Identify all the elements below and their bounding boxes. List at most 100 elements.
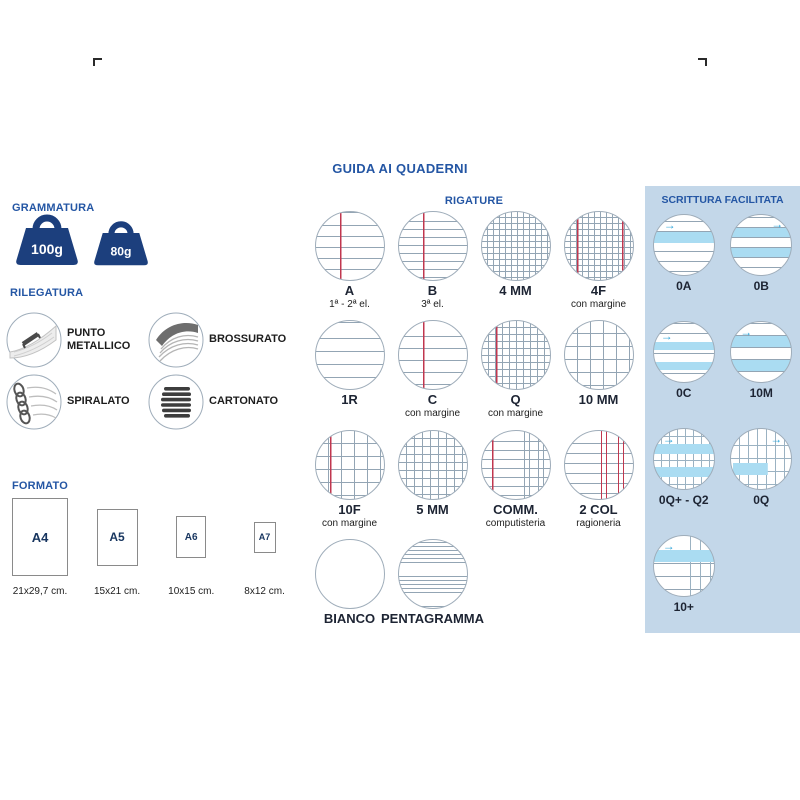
paper-size-item: A7 8x12 cm. [244, 494, 285, 597]
ruling-name: Q [510, 392, 521, 408]
facilitated-writing-item: 0Q [730, 428, 793, 507]
crop-mark-left-icon [93, 58, 102, 66]
ruling-subtitle: con margine [321, 517, 378, 529]
rigature-heading: RIGATURE [444, 195, 504, 207]
ruling-name: COMM. [493, 501, 538, 517]
ruling-name: B [427, 283, 438, 298]
scrittura-facilitata-heading: SCRITTURA FACILITATA [661, 194, 784, 206]
rilegatura-heading: RILEGATURA [10, 287, 84, 299]
ruling-pattern-circle [314, 211, 385, 281]
ruling-pattern-circle [480, 211, 551, 281]
facilitated-name: 0Q+ - Q2 [658, 493, 709, 507]
weight-100-icon: 100g [14, 213, 80, 272]
paper-size-rect: A6 [176, 516, 207, 558]
ruling-pattern-circle [397, 539, 468, 610]
staple-binding-icon [6, 312, 62, 368]
ruling-pattern-circle [397, 320, 468, 391]
ruling-pattern-circle [314, 539, 385, 610]
facilitata-grid: 0A 0B 0C 10M 0Q+ - Q2 0Q 10+ [645, 214, 800, 614]
paper-size-rect: A7 [253, 521, 276, 553]
ruling-item: PENTAGRAMMA [381, 539, 484, 627]
ruling-pattern-circle [563, 429, 634, 500]
ruling-name: 10F [338, 501, 361, 517]
ruling-name: 10 MM [578, 392, 619, 408]
facilitated-writing-item: 0B [730, 214, 793, 293]
ruling-pattern-circle [480, 320, 551, 391]
ruling-pattern-circle [397, 211, 468, 281]
ruling-name: PENTAGRAMMA [380, 611, 485, 627]
paper-size-dimensions: 21x29,7 cm. [12, 586, 68, 597]
binding-label: PUNTO METALLICO [67, 326, 131, 352]
scrittura-facilitata-panel: SCRITTURA FACILITATA 0A 0B 0C 10M 0Q+ - Q2 0Q… [645, 186, 800, 633]
paper-size-name: A5 [109, 530, 125, 544]
binding-label: BROSSURATO [209, 333, 287, 346]
facilitated-name: 10+ [673, 600, 694, 614]
ruling-item: 1R [314, 320, 385, 419]
weights-group: 100g 80g [14, 213, 150, 272]
weight-80-icon: 80g [92, 220, 150, 272]
page-title: GUIDA AI QUADERNI [332, 161, 468, 176]
ruling-pattern-circle [314, 429, 385, 500]
facilitated-name: 0A [676, 279, 692, 293]
ruling-subtitle: con margine [570, 298, 627, 310]
facilitated-pattern-circle [652, 214, 715, 276]
paper-size-item: A4 21x29,7 cm. [12, 494, 68, 597]
ruling-subtitle: 3ª el. [421, 298, 444, 310]
ruling-name: BIANCO [323, 611, 376, 627]
binding-label: CARTONATO [209, 395, 279, 408]
paper-size-dimensions: 8x12 cm. [244, 586, 285, 597]
facilitated-writing-item: 0A [652, 214, 715, 293]
ruling-subtitle: con margine [487, 408, 544, 420]
ruling-subtitle: computisteria [485, 517, 546, 529]
weight-100g-label: 100g [31, 241, 63, 257]
ruling-name: C [427, 392, 438, 408]
facilitated-pattern-circle [652, 428, 715, 490]
paper-size-item: A5 15x21 cm. [94, 494, 140, 597]
paper-size-dimensions: 15x21 cm. [94, 586, 141, 597]
spiral-binding-icon [6, 374, 62, 430]
crop-mark-right-icon [698, 58, 707, 66]
ruling-name: 4F [590, 283, 607, 298]
rilegatura-grid: PUNTO METALLICO BROSSURATO SPIRALATO CARTON… [6, 311, 310, 431]
paper-size-name: A6 [184, 531, 198, 543]
facilitated-writing-item: 0Q+ - Q2 [652, 428, 715, 507]
ruling-item: 4 MM [480, 211, 551, 310]
ruling-name: 5 MM [416, 501, 449, 517]
facilitated-pattern-circle [730, 214, 793, 276]
formato-heading: FORMATO [12, 480, 68, 492]
binding-label: SPIRALATO [67, 395, 130, 408]
ruling-subtitle: con margine [404, 408, 461, 420]
facilitated-pattern-circle [652, 535, 715, 597]
facilitated-name: 0C [676, 386, 692, 400]
facilitated-writing-item: 10+ [652, 535, 715, 614]
facilitated-name: 10M [749, 386, 773, 400]
ruling-item: 5 MM [397, 429, 468, 529]
ruling-name: A [344, 283, 355, 298]
ruling-name: 2 COL [579, 501, 618, 517]
ruling-item: BIANCO [314, 539, 385, 627]
facilitated-name: 0Q [753, 493, 770, 507]
facilitated-pattern-circle [652, 321, 715, 383]
ruling-pattern-circle [480, 429, 551, 500]
paper-size-name: A7 [258, 532, 271, 542]
ruling-subtitle: ragioneria [576, 517, 621, 529]
ruling-item: 10 MM [563, 320, 634, 419]
facilitated-writing-item: 0C [652, 321, 715, 400]
facilitated-pattern-circle [730, 428, 793, 490]
hardcover-binding-icon [148, 374, 204, 430]
weight-80g-label: 80g [111, 245, 132, 259]
binding-item: BROSSURATO [148, 311, 310, 369]
paper-size-rect: A5 [96, 508, 138, 566]
ruling-pattern-circle [397, 429, 468, 500]
paper-size-name: A4 [31, 529, 49, 545]
ruling-pattern-circle [314, 320, 385, 391]
